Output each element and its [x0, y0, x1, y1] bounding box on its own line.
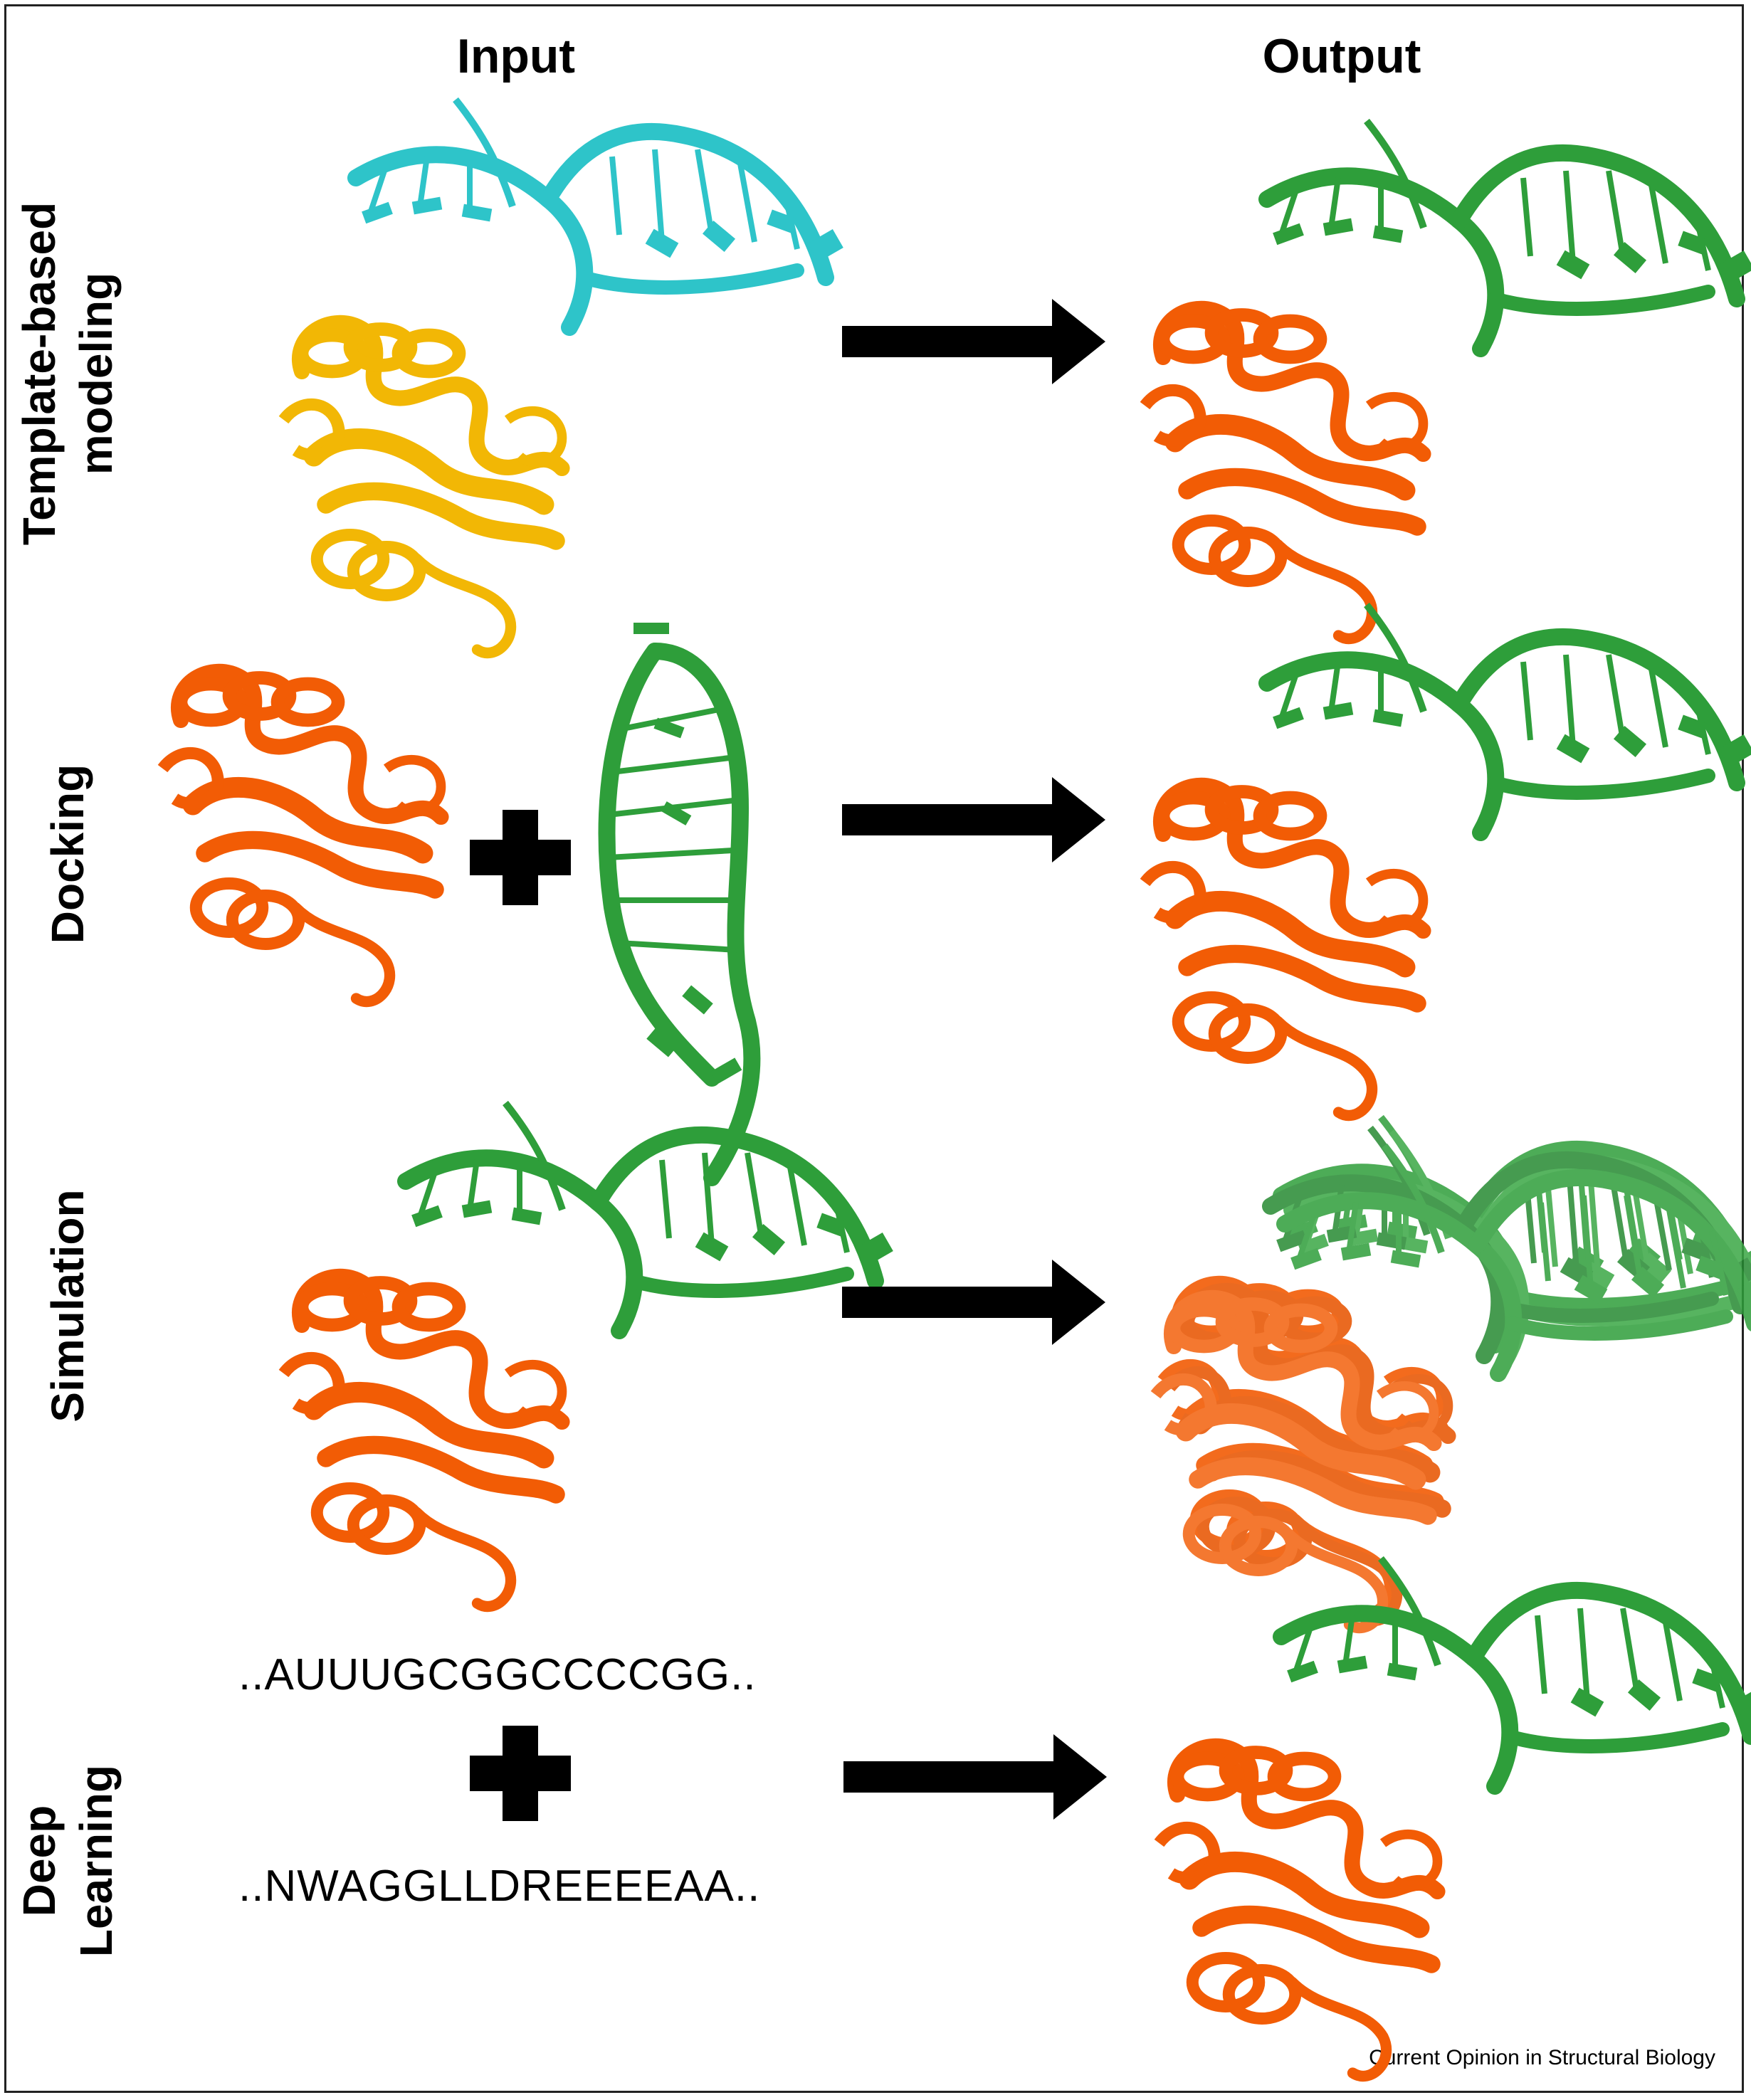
protein-sequence: ..NWAGGLLDREEEEAA..	[238, 1862, 761, 1911]
simulation-input-protein	[284, 1277, 562, 1607]
docking-protein-structure	[163, 672, 441, 1002]
output-complex-rna	[1281, 1558, 1751, 1786]
figure-frame	[4, 4, 1744, 2093]
output-complex-protein	[1145, 309, 1424, 639]
output-column-header: Output	[1262, 29, 1421, 83]
simulation-output-ensemble-protein	[1156, 1284, 1448, 1628]
docking-rna-structure	[607, 623, 752, 1178]
output-complex-protein	[1145, 786, 1424, 1116]
simulation-input-rna	[406, 1103, 893, 1331]
arrow-right-icon	[842, 299, 1105, 384]
plus-icon	[470, 1726, 571, 1821]
template-protein-structure	[284, 323, 562, 653]
template-rna-structure	[356, 100, 843, 327]
output-complex-rna	[1267, 121, 1751, 349]
plus-icon	[470, 810, 571, 905]
journal-credit: Current Opinion in Structural Biology	[1369, 2046, 1715, 2069]
output-complex-protein	[1160, 1746, 1438, 2077]
rna-sequence: ..AUUUGCGGCCCCGG..	[238, 1650, 757, 1699]
arrow-right-icon	[843, 1734, 1107, 1820]
arrow-right-icon	[842, 777, 1105, 862]
input-column-header: Input	[456, 29, 576, 83]
